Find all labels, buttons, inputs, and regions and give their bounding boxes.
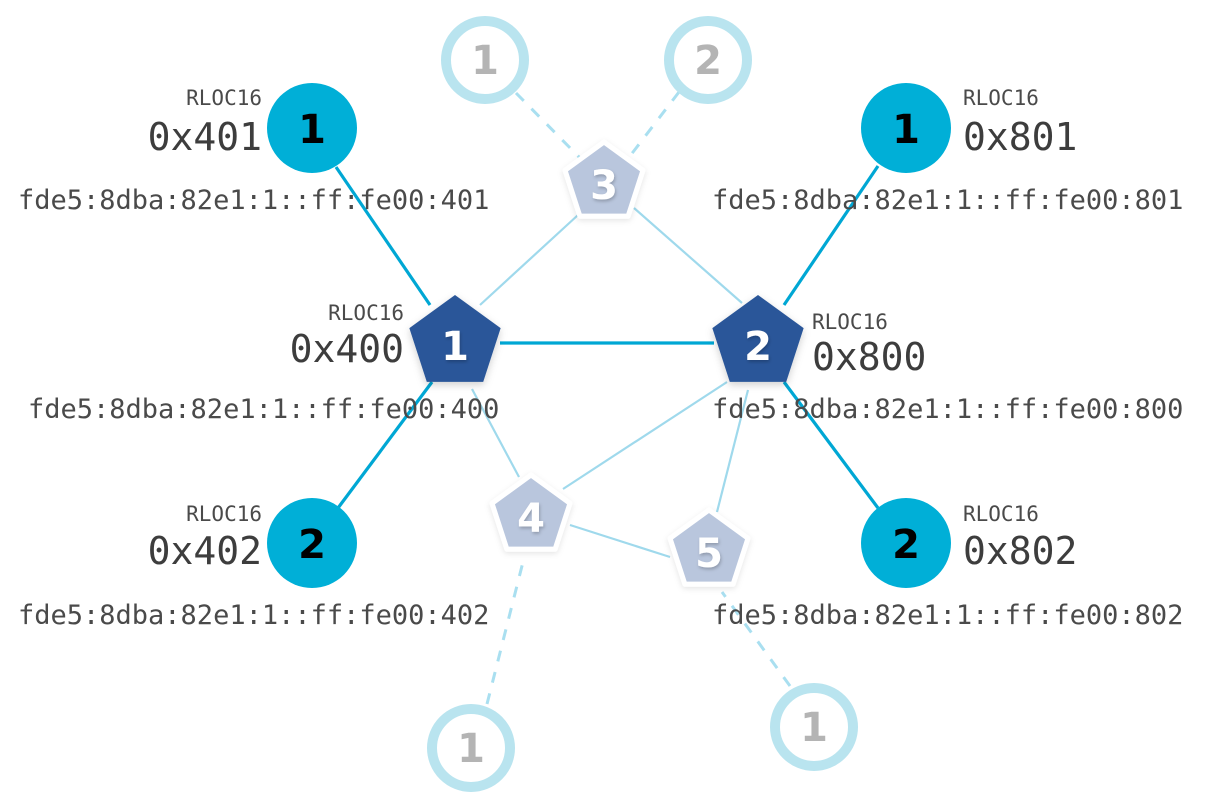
link-dashed: [485, 557, 526, 705]
faded-router-node[interactable]: 3: [562, 139, 646, 219]
link-dashed: [514, 91, 582, 160]
router-node[interactable]: 1: [409, 295, 501, 382]
ipv6-rloc-address: fde5:8dba:82e1:1::ff:fe00:402: [18, 600, 489, 631]
rloc16-caption: RLOC16: [963, 86, 1039, 110]
faded-router-number: 3: [590, 163, 618, 209]
rloc16-value: 0x802: [963, 529, 1077, 573]
router-number: 2: [744, 324, 772, 370]
link-dashed: [628, 91, 681, 157]
rloc16-value: 0x801: [963, 115, 1077, 159]
faded-router-pentagon: [667, 507, 751, 587]
rloc16-caption: RLOC16: [186, 86, 262, 110]
ipv6-rloc-address: fde5:8dba:82e1:1::ff:fe00:400: [28, 394, 499, 425]
link-faded: [633, 207, 743, 304]
child-node[interactable]: 2: [267, 498, 357, 588]
link-strong: [782, 165, 880, 306]
router-pentagon: [409, 295, 501, 382]
hollow-child-circle: [427, 704, 515, 792]
dashed-links-layer: [485, 91, 792, 705]
hollow-child-number: 1: [471, 38, 499, 84]
child-number: 2: [892, 522, 920, 568]
child-node[interactable]: 2: [861, 498, 951, 588]
ipv6-rloc-address: fde5:8dba:82e1:1::ff:fe00:800: [712, 394, 1183, 425]
link-faded: [479, 214, 579, 306]
hollow-children-layer: 1 2 1 1: [427, 16, 858, 792]
child-node[interactable]: 1: [267, 83, 357, 173]
router-pentagon: [712, 295, 804, 382]
child-number: 2: [298, 522, 326, 568]
ipv6-rloc-address: fde5:8dba:82e1:1::ff:fe00:802: [712, 600, 1183, 631]
child-number: 1: [298, 107, 326, 153]
child-circle: [267, 498, 357, 588]
child-circle: [267, 83, 357, 173]
rloc16-caption: RLOC16: [812, 310, 888, 334]
hollow-child-circle: [441, 16, 529, 104]
hollow-child-number: 1: [457, 726, 485, 772]
hollow-child-circle: [770, 683, 858, 771]
link-faded: [715, 389, 750, 513]
faded-router-pentagon: [489, 472, 573, 552]
ipv6-rloc-address: fde5:8dba:82e1:1::ff:fe00:801: [712, 185, 1183, 216]
router-number: 1: [441, 324, 469, 370]
hollow-child-node[interactable]: 1: [427, 704, 515, 792]
child-circle: [861, 498, 951, 588]
rloc16-caption: RLOC16: [328, 301, 404, 325]
link-dashed: [720, 591, 792, 687]
child-node[interactable]: 1: [861, 83, 951, 173]
ipv6-rloc-address: fde5:8dba:82e1:1::ff:fe00:401: [18, 185, 489, 216]
link-strong: [336, 381, 434, 509]
faded-routers-layer: 3 4 5: [489, 139, 751, 587]
router-node[interactable]: 2: [712, 295, 804, 382]
link-faded: [562, 381, 728, 490]
link-strong: [782, 381, 880, 509]
rloc16-caption: RLOC16: [963, 502, 1039, 526]
rloc16-value: 0x401: [148, 115, 262, 159]
rloc16-value: 0x400: [290, 327, 404, 371]
hollow-child-node[interactable]: 1: [441, 16, 529, 104]
link-strong: [334, 166, 432, 306]
child-circle: [861, 83, 951, 173]
labels-layer: RLOC160x400fde5:8dba:82e1:1::ff:fe00:400…: [18, 86, 1183, 631]
link-faded: [569, 523, 671, 559]
hollow-child-circle: [664, 16, 752, 104]
hollow-child-node[interactable]: 2: [664, 16, 752, 104]
hollow-child-node[interactable]: 1: [770, 683, 858, 771]
faded-router-pentagon: [562, 139, 646, 219]
rloc16-caption: RLOC16: [186, 502, 262, 526]
faded-router-number: 5: [695, 531, 723, 577]
child-number: 1: [892, 107, 920, 153]
rloc16-value: 0x402: [148, 529, 262, 573]
faded-links-layer: [471, 207, 750, 559]
hollow-child-number: 1: [800, 705, 828, 751]
rloc16-value: 0x800: [812, 335, 926, 379]
faded-router-node[interactable]: 4: [489, 472, 573, 552]
faded-router-number: 4: [517, 496, 545, 542]
faded-router-node[interactable]: 5: [667, 507, 751, 587]
strong-links-layer: [334, 165, 880, 509]
link-faded: [471, 388, 520, 478]
hollow-child-number: 2: [694, 38, 722, 84]
